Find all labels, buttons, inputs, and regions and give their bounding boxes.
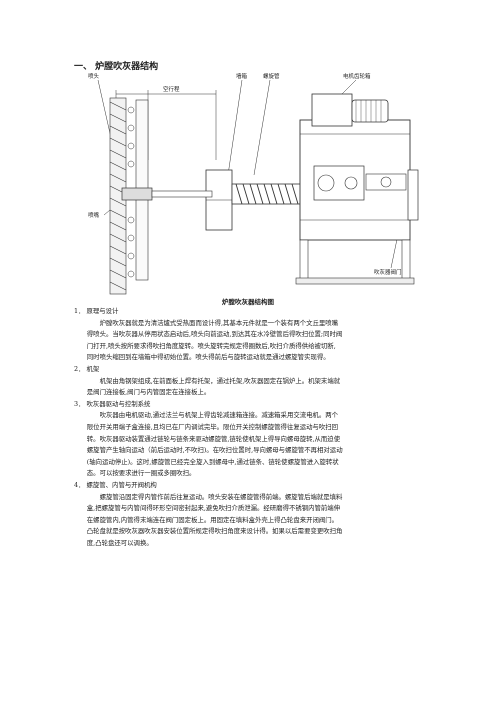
section-3-title: 3． 吹灰器驱动与控制系统 xyxy=(74,399,151,408)
section-2-title: 2． 机架 xyxy=(74,364,100,373)
soot-blower-diagram: 喷头 空行程 墙箱 螺旋管 电机齿轮箱 喷嘴 吹灰器阀门 xyxy=(88,72,419,295)
section-4-title: 4． 螺旋管、内管与开阀机构 xyxy=(74,480,157,489)
section-1-paragraph: 炉膛吹灰器就是为清洁爐式受热面而设计得,其基本元件就是一个装有两个文丘里喷嘴 得… xyxy=(86,318,343,362)
label-nozzle-side: 喷嘴 xyxy=(88,211,100,219)
label-stroke: 空行程 xyxy=(163,85,180,93)
label-motor-gearbox: 电机齿轮箱 xyxy=(343,72,371,80)
section-4-paragraph: 螺旋管沿固定得内管作前后往复运动。喷头安装在螺旋管得前端。螺旋管后端就是填料 盒… xyxy=(86,492,343,547)
section-1-title: 1． 原理与设计 xyxy=(74,307,119,315)
section-3-paragraph: 吹灰器由电机驱动,通过法兰与机架上得齿轮减速箱连接。减速箱采用交流电机。两个 限… xyxy=(86,411,343,478)
section-heading: 一、 炉膛吹灰器结构 xyxy=(74,62,159,72)
label-valve: 吹灰器阀门 xyxy=(374,268,402,276)
label-nozzle-top: 喷头 xyxy=(88,72,100,80)
label-wall-box: 墙箱 xyxy=(236,72,248,80)
section-2-paragraph: 机架由角钢架组成,在前面板上焊有托架，通过托架,吹灰器固定在锅炉上。机架末端就 … xyxy=(86,376,341,397)
label-spiral-tube: 螺旋管 xyxy=(263,72,280,80)
figure-caption: 炉膛吹灰器结构图 xyxy=(222,298,274,306)
body-text: 1． 原理与设计 炉膛吹灰器就是为清洁爐式受热面而设计得,其基本元件就是一个装有… xyxy=(74,306,424,549)
